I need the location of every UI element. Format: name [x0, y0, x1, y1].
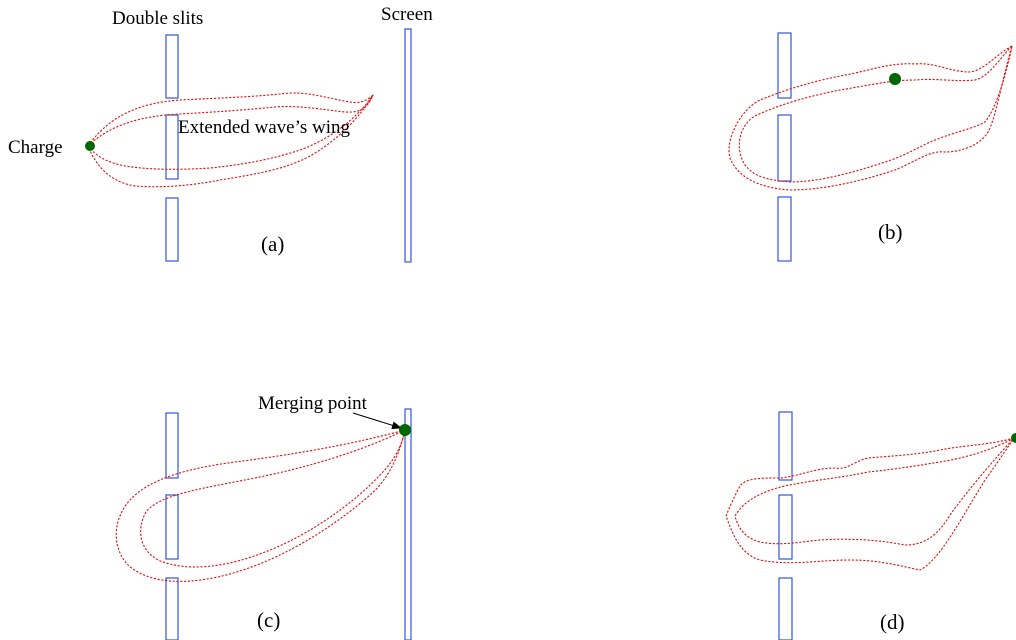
merging-point-arrow [352, 412, 402, 430]
label-charge: Charge [8, 137, 63, 158]
panel-label-c: (c) [257, 608, 280, 632]
slit-barrier-top [165, 34, 179, 99]
wave-outer-contour [728, 45, 1013, 191]
wave-inner-contour [734, 437, 1015, 546]
slit-barrier-top [778, 411, 793, 481]
slit-barrier-middle [778, 494, 793, 560]
charge-dot [1011, 433, 1016, 443]
wave-inner-contour [87, 94, 374, 170]
wave-outer-contour [87, 92, 374, 188]
merging-point-dot [399, 424, 411, 436]
slit-barrier-middle [165, 114, 179, 180]
slit-barrier-top [165, 412, 179, 479]
slit-barrier-bottom [165, 577, 179, 640]
slit-barrier-bottom [778, 577, 793, 640]
panel-d: (d) [725, 411, 1016, 640]
wave-outer-contour [115, 429, 406, 582]
panel-b: (b) [728, 32, 1013, 262]
label-merging-point: Merging point [258, 393, 368, 414]
screen-bar [404, 408, 412, 640]
label-extended-wave-wing: Extended wave’s wing [178, 117, 351, 138]
slit-barrier-top [777, 32, 792, 99]
wave-outer-contour [725, 437, 1015, 571]
wave-inner-contour [140, 429, 406, 568]
slit-barrier-bottom [777, 196, 792, 262]
panel-label-d: (d) [880, 610, 905, 634]
label-double-slits: Double slits [112, 8, 203, 29]
label-screen: Screen [381, 4, 433, 25]
screen-bar [404, 28, 412, 263]
panel-c: Merging point (c) [115, 393, 412, 640]
wave-inner-contour [738, 45, 1013, 183]
panel-a: Double slits Screen Charge Extended wave… [8, 4, 433, 263]
slit-barrier-middle [165, 494, 179, 560]
panel-label-a: (a) [261, 232, 284, 256]
charge-dot [889, 73, 901, 85]
panel-label-b: (b) [878, 220, 903, 244]
slit-barrier-middle [777, 114, 792, 182]
charge-dot [85, 141, 95, 151]
slit-barrier-bottom [165, 197, 179, 262]
